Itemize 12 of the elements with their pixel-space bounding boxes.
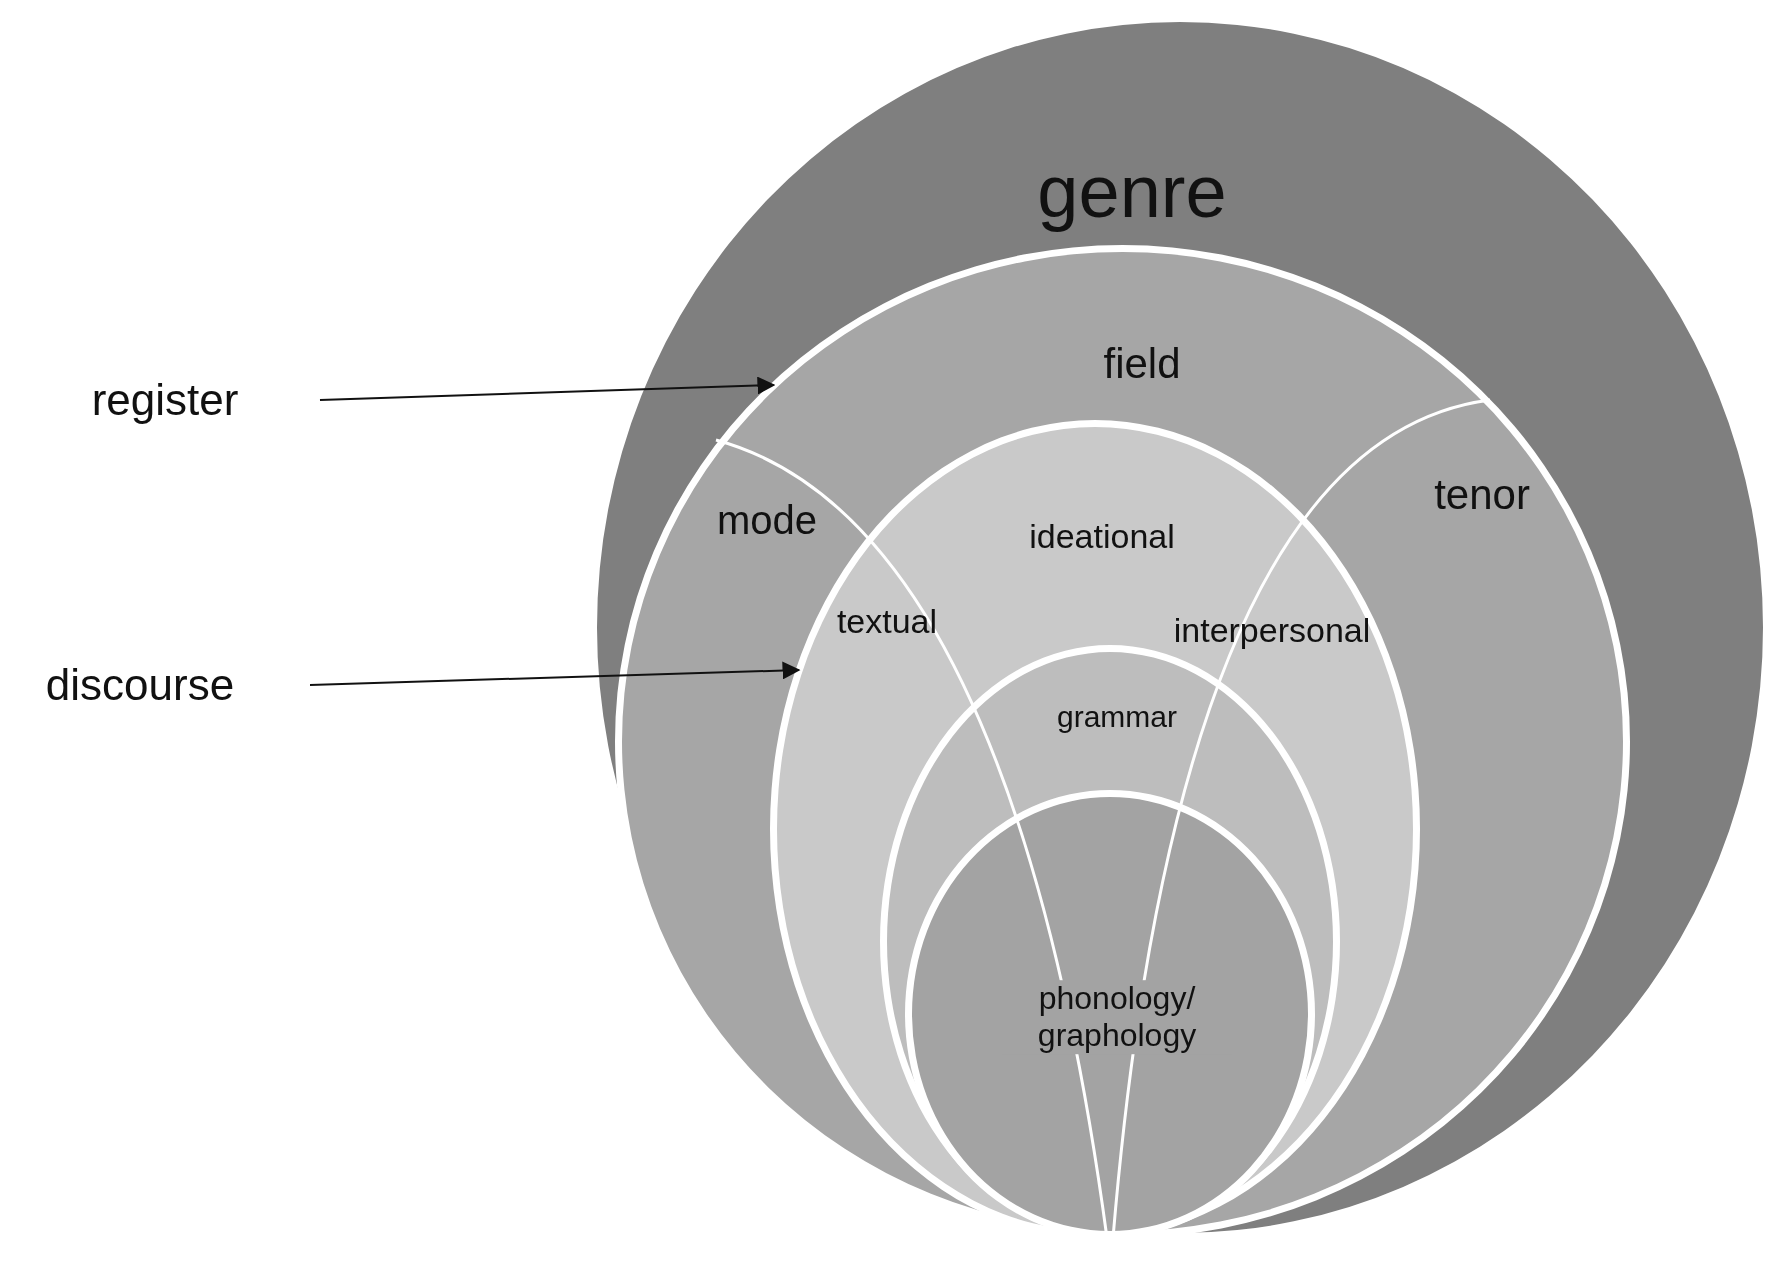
ring-label: textual [836,602,938,642]
ring-label: mode [716,497,818,543]
side-label: register [91,374,239,426]
side-label: discourse [45,659,235,711]
ring-label: field [1103,339,1181,389]
ring-label: interpersonal [1173,611,1371,651]
arrow [309,661,801,686]
ring-label: genre [1037,149,1227,235]
ring-label: grammar [1057,699,1177,735]
ring-label: ideational [1029,517,1175,557]
arrow [319,376,776,401]
ring-label: tenor [1434,470,1530,520]
